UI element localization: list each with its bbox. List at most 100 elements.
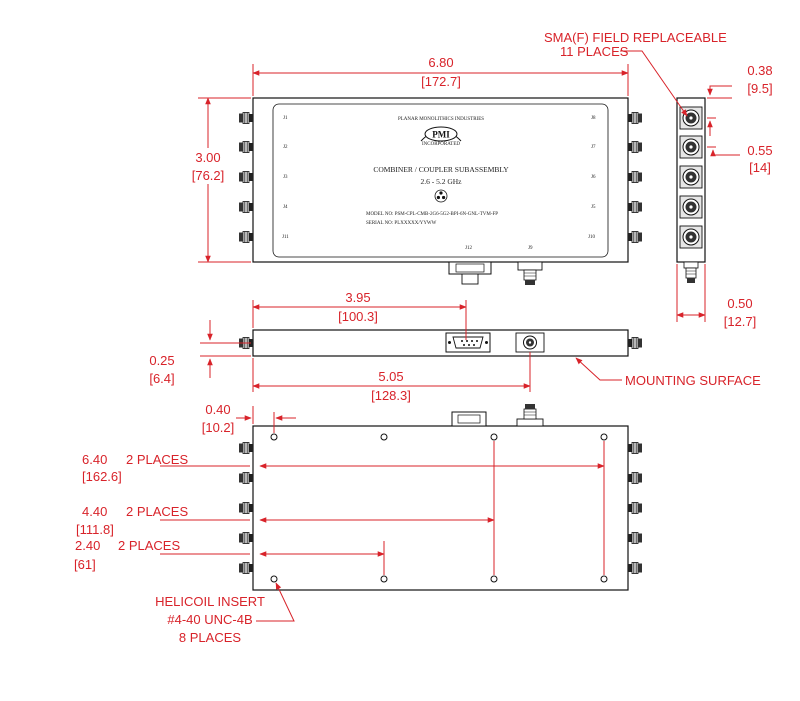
dim-base-in: 0.25 [149, 353, 174, 368]
dim-dsub-mm: [100.3] [338, 309, 378, 324]
sma-connector-icon [627, 337, 643, 349]
sma-connector-icon [627, 112, 643, 124]
sma-connector-icon [238, 112, 254, 124]
sma-connector-icon [238, 141, 254, 153]
dim-sma-in: 5.05 [378, 369, 403, 384]
top-left-connectors [238, 112, 254, 243]
dim-width-in: 6.80 [428, 55, 453, 70]
connector-note-line1: SMA(F) FIELD REPLACEABLE [544, 30, 727, 45]
helicoil-note-line1: HELICOIL INSERT [155, 594, 265, 609]
top-view: J1 J2 J3 J4 J11 J8 J7 J6 J5 J10 J12 J9 P… [185, 55, 643, 285]
helicoil-hole [490, 433, 498, 441]
dim-2-40-places: 2 PLACES [118, 538, 180, 553]
dim-2-40-in: 2.40 [75, 538, 100, 553]
top-view-label-plate [272, 103, 609, 258]
dim-sma-mm: [128.3] [371, 388, 411, 403]
sma-connector-icon [627, 532, 643, 544]
port-label-right: J7 [591, 145, 596, 150]
sma-connector-icon [679, 225, 703, 249]
sma-connector-icon [627, 231, 643, 243]
dim-4-40-mm: [111.8] [76, 522, 114, 537]
dim-pitch-mm: [14] [749, 160, 771, 175]
port-label-right: J10 [588, 235, 595, 240]
dim-depth-in: 0.50 [727, 296, 752, 311]
port-label-left: J11 [282, 235, 289, 240]
dim-depth-mm: [12.7] [724, 314, 757, 329]
port-label-left: J3 [283, 175, 288, 180]
bottom-view-housing [252, 425, 629, 591]
dim-4-40-places: 2 PLACES [126, 504, 188, 519]
port-label-right: J6 [591, 175, 596, 180]
sma-connector-icon [627, 442, 643, 454]
sma-connector-icon [627, 562, 643, 574]
helicoil-hole [600, 575, 608, 583]
manufacturer-name: PLANAR MONOLITHICS INDUSTRIES [398, 117, 484, 122]
dim-dsub-in: 3.95 [345, 290, 370, 305]
dim-pitch-in: 0.55 [747, 143, 772, 158]
front-view: 3.95 [100.3] 0.25 [6.4] 5.05 [128.3] MOU… [149, 290, 761, 403]
side-view: SMA(F) FIELD REPLACEABLE 11 PLACES 0.38 … [544, 30, 773, 329]
dim-4-40-in: 4.40 [82, 504, 107, 519]
product-title: COMBINER / COUPLER SUBASSEMBLY [373, 165, 509, 174]
trefoil-logo-icon [434, 189, 448, 203]
dsub-top-icon [451, 411, 487, 427]
sma-connector-icon [238, 562, 254, 574]
front-view-housing [252, 329, 629, 357]
dsub-connector-icon [448, 261, 492, 285]
sma-connector-icon [238, 532, 254, 544]
dim-offset-in: 0.38 [747, 63, 772, 78]
port-label-left: J4 [283, 205, 288, 210]
helicoil-hole [270, 433, 278, 441]
sma-connector-icon [627, 502, 643, 514]
helicoil-hole [270, 575, 278, 583]
sma-side-bottom-connector-icon [683, 261, 699, 283]
sma-connector-icon [627, 472, 643, 484]
dim-6-40-mm: [162.6] [82, 469, 122, 484]
bottom-right-connectors [627, 442, 643, 574]
sma-top-icon [516, 404, 544, 427]
sma-connector-icon [627, 141, 643, 153]
sma-connector-icon [679, 165, 703, 189]
helicoil-note-line3: 8 PLACES [179, 630, 241, 645]
port-label-left: J2 [283, 145, 288, 150]
top-right-connectors [627, 112, 643, 243]
sma-front-icon [515, 332, 545, 353]
dim-base-mm: [6.4] [149, 371, 174, 386]
sma-connector-icon [238, 171, 254, 183]
dim-hole-offset-in: 0.40 [205, 402, 230, 417]
port-label-right: J8 [591, 116, 596, 121]
dim-width-mm: [172.7] [421, 74, 461, 89]
helicoil-hole [380, 433, 388, 441]
logo-subtext: INCORPORATED [422, 142, 460, 147]
connector-note-line2: 11 PLACES [560, 44, 629, 59]
top-view-housing [252, 97, 629, 263]
serial-number: SERIAL NO: PLXXXXX/YYWW [366, 221, 437, 226]
sma-connector-icon [627, 201, 643, 213]
sma-connector-icon [238, 201, 254, 213]
dim-height-mm: [76.2] [192, 168, 225, 183]
sma-connector-icon [679, 135, 703, 159]
helicoil-hole [600, 433, 608, 441]
port-label-left: J1 [283, 116, 288, 121]
sma-connector-icon [238, 442, 254, 454]
sma-connector-icon [238, 231, 254, 243]
sma-connector-icon [679, 195, 703, 219]
sma-connector-icon [238, 502, 254, 514]
sma-bottom-connector-icon [517, 261, 543, 285]
port-label-j12: J12 [465, 246, 472, 251]
sma-connector-icon [238, 472, 254, 484]
company-logo: PMI INCORPORATED [420, 126, 462, 147]
helicoil-hole [380, 575, 388, 583]
dim-height-in: 3.00 [195, 150, 220, 165]
port-label-j9: J9 [528, 246, 533, 251]
logo-text: PMI [432, 130, 450, 140]
dim-6-40-places: 2 PLACES [126, 452, 188, 467]
dim-2-40-mm: [61] [74, 557, 96, 572]
bottom-view: 0.40 [10.2] 6.40 2 PLACES [162.6] 4.40 2… [74, 402, 643, 645]
port-label-right: J5 [591, 205, 596, 210]
dsub-front-icon [445, 332, 491, 353]
dim-6-40-in: 6.40 [82, 452, 107, 467]
helicoil-hole [490, 575, 498, 583]
mounting-surface-note: MOUNTING SURFACE [625, 373, 761, 388]
